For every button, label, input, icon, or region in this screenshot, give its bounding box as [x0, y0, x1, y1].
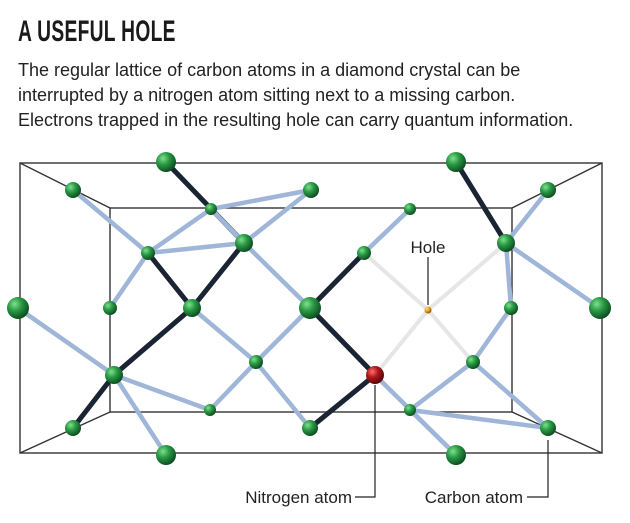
bond — [407, 407, 551, 431]
carbon-atom — [103, 301, 117, 315]
carbon-atom — [504, 301, 518, 315]
bond — [145, 240, 247, 256]
bond — [145, 250, 195, 311]
carbon-atom — [357, 246, 371, 260]
subtitle-line-1: The regular lattice of carbon atoms in a… — [18, 60, 521, 80]
bond — [111, 372, 169, 458]
missing-bond — [426, 241, 508, 312]
carbon-atom — [105, 366, 123, 384]
hole-marker — [424, 306, 432, 314]
frame-edge-br — [511, 411, 603, 454]
bond — [253, 359, 313, 431]
bond — [503, 240, 514, 311]
carbon-atom — [446, 152, 466, 172]
bond — [503, 187, 551, 246]
carbon-atom — [302, 420, 318, 436]
missing-bond — [426, 308, 475, 364]
carbon-atom-label: Carbon atom — [425, 488, 523, 507]
carbon-atom — [497, 234, 515, 252]
carbon-atom — [65, 182, 81, 198]
bond — [70, 187, 151, 256]
callouts — [355, 257, 549, 498]
bond — [253, 305, 313, 365]
carbon-atom — [141, 246, 155, 260]
bond — [241, 187, 314, 246]
carbon-atom — [404, 203, 416, 215]
carbon-atom — [299, 297, 321, 319]
carbon-atom — [7, 297, 29, 319]
bond — [111, 305, 195, 378]
atom-layer — [7, 152, 611, 465]
bond — [207, 359, 259, 413]
bond — [453, 159, 509, 246]
carbon-atom — [466, 355, 480, 369]
bond — [470, 359, 551, 431]
carbon-atom — [249, 355, 263, 369]
bond — [307, 305, 378, 378]
carbon-leader-line — [527, 440, 549, 498]
carbon-atom — [65, 420, 81, 436]
carbon-atom — [589, 297, 611, 319]
bond — [145, 206, 214, 256]
carbon-atom — [404, 404, 416, 416]
carbon-atom — [235, 234, 253, 252]
carbon-atom — [204, 404, 216, 416]
carbon-atom — [183, 299, 201, 317]
bond — [208, 187, 314, 212]
bond — [307, 250, 367, 311]
missing-bond — [373, 308, 430, 377]
hole-label: Hole — [411, 238, 446, 257]
bond — [361, 206, 413, 256]
bond — [111, 372, 213, 413]
bond — [189, 305, 259, 365]
carbon-atom — [540, 182, 556, 198]
frame-edge-tl — [19, 162, 111, 209]
bond — [470, 305, 514, 365]
carbon-atom — [156, 445, 176, 465]
bond — [503, 240, 603, 311]
subtitle-line-3: Electrons trapped in the resulting hole … — [18, 110, 574, 130]
bond — [241, 240, 313, 311]
bond-layer — [15, 159, 603, 458]
bond — [372, 372, 459, 458]
frame-edge-tr — [511, 162, 603, 209]
subtitle-line-2: interrupted by a nitrogen atom sitting n… — [18, 85, 516, 105]
nitrogen-atom — [366, 366, 384, 384]
carbon-atom — [205, 203, 217, 215]
carbon-atom — [156, 152, 176, 172]
carbon-atom — [446, 445, 466, 465]
carbon-atom — [540, 420, 556, 436]
carbon-atom — [303, 182, 319, 198]
bond — [15, 305, 117, 378]
bond — [70, 372, 117, 431]
nitrogen-leader-line — [355, 385, 376, 498]
bond — [407, 359, 476, 413]
missing-bond — [362, 251, 430, 312]
diagram-subtitle: The regular lattice of carbon atoms in a… — [18, 58, 623, 133]
bond — [107, 250, 151, 311]
bond — [307, 372, 378, 431]
nitrogen-atom-label: Nitrogen atom — [245, 488, 352, 507]
frame-edge-bl — [19, 411, 111, 454]
diagram-title: A USEFUL HOLE — [18, 15, 176, 48]
bond — [189, 240, 247, 311]
